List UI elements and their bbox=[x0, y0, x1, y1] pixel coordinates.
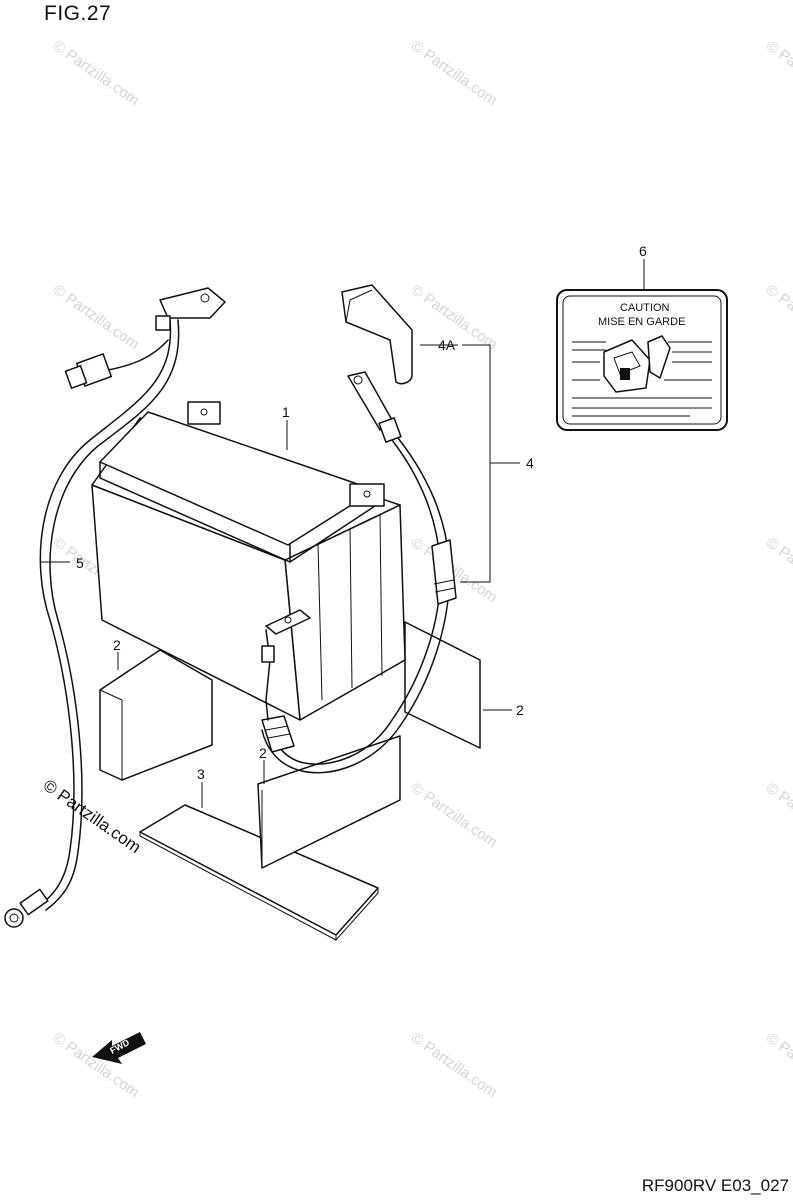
callout-2-left: 2 bbox=[113, 637, 121, 653]
watermark: © Partzilla.com bbox=[763, 281, 793, 353]
watermark: © Partzilla.com bbox=[408, 37, 501, 109]
part-2-right-pad bbox=[404, 621, 481, 749]
callout-labels: 6 1 4A 4 5 2 2 2 3 bbox=[76, 243, 647, 782]
watermark: © Partzilla.com bbox=[763, 37, 793, 109]
watermark: © Partzilla.com bbox=[763, 779, 793, 851]
watermark: © Partzilla.com bbox=[50, 37, 143, 109]
watermark: © Partzilla.com bbox=[408, 1029, 501, 1101]
callout-6: 6 bbox=[639, 243, 647, 259]
watermark: © Partzilla.com bbox=[408, 779, 501, 851]
watermark-prominent: © Partzilla.com bbox=[40, 776, 145, 857]
part-3-plate bbox=[139, 804, 379, 942]
part-6-caution-decal: CAUTION MISE EN GARDE bbox=[556, 289, 728, 431]
callout-1: 1 bbox=[282, 404, 290, 420]
callout-4a: 4A bbox=[438, 337, 456, 353]
callout-5: 5 bbox=[76, 555, 84, 571]
callout-4: 4 bbox=[526, 455, 534, 471]
figure-code: RF900RV E03_027 bbox=[641, 1176, 789, 1195]
callout-2-bottom: 2 bbox=[259, 745, 267, 761]
part-1-battery bbox=[91, 401, 406, 721]
part-2-left-pad bbox=[99, 649, 213, 781]
callout-3: 3 bbox=[197, 766, 205, 782]
watermark: © Partzilla.com bbox=[50, 281, 143, 353]
figure-title: FIG.27 bbox=[44, 2, 112, 25]
callout-2-right: 2 bbox=[516, 702, 524, 718]
watermark: © Partzilla.com bbox=[763, 534, 793, 606]
callout-leaders bbox=[40, 259, 645, 808]
part-5-cable bbox=[4, 287, 226, 928]
part-4-cable bbox=[261, 284, 457, 774]
decal-mise-en-garde-text: MISE EN GARDE bbox=[598, 316, 685, 328]
part-2-bottom-pad bbox=[257, 735, 401, 869]
decal-caution-text: CAUTION bbox=[620, 302, 670, 314]
watermark: © Partzilla.com bbox=[763, 1029, 793, 1101]
